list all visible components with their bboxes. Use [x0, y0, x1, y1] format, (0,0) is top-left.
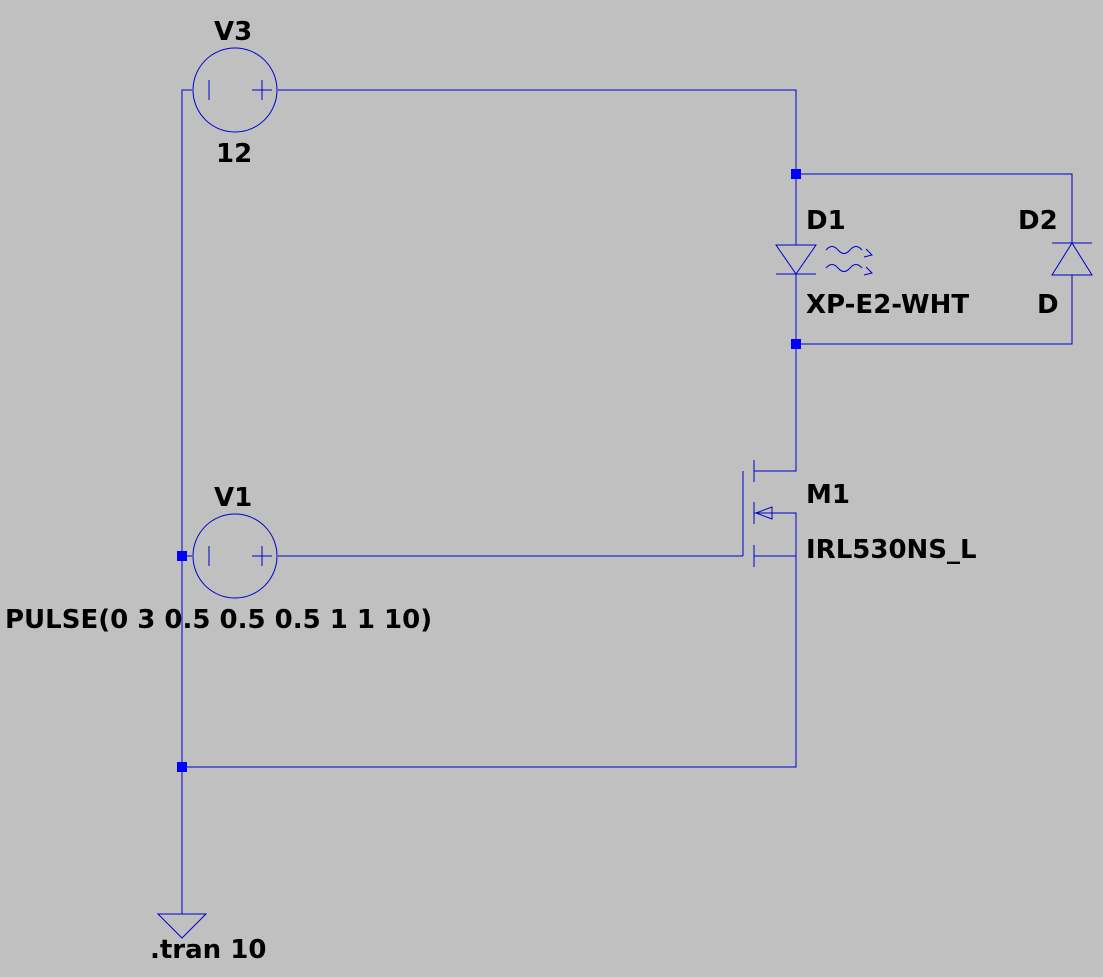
diode-triangle-icon — [775, 244, 817, 275]
d1-name-label: D1 — [806, 206, 846, 236]
light-emission-icon — [825, 246, 873, 276]
ground-icon[interactable] — [156, 913, 208, 939]
v1-name-label: V1 — [214, 483, 252, 513]
nmos-m1[interactable] — [742, 460, 797, 567]
diode-d2[interactable] — [1051, 242, 1093, 276]
v3-name-label: V3 — [214, 17, 252, 47]
wire-d2-top[interactable] — [796, 173, 1073, 243]
body-connection — [754, 512, 797, 556]
wires — [181, 89, 1073, 914]
v3-value-label: 12 — [216, 139, 252, 169]
body-arrow-icon — [754, 506, 773, 520]
junction-v1-minus — [177, 551, 187, 561]
voltage-source-icon — [192, 513, 278, 599]
wire-d2-bottom[interactable] — [796, 275, 1073, 345]
led-d1[interactable] — [775, 244, 873, 276]
d1-value-label: XP-E2-WHT — [806, 290, 969, 320]
v1-value-label: PULSE(0 3 0.5 0.5 0.5 1 1 10) — [5, 605, 432, 635]
diode-triangle-icon — [1051, 242, 1093, 276]
junction-d1-cathode — [791, 339, 801, 349]
junction-d1-anode — [791, 169, 801, 179]
tran-directive[interactable]: .tran 10 — [150, 935, 266, 965]
voltage-source-icon — [192, 47, 278, 133]
m1-value-label: IRL530NS_L — [806, 535, 977, 565]
wire-source-to-ground[interactable] — [182, 555, 797, 768]
voltage-source-v3[interactable] — [192, 47, 278, 133]
wire-v3-plus-to-d1[interactable] — [278, 89, 797, 174]
wire-drain[interactable] — [754, 344, 797, 472]
d2-value-label: D — [1037, 290, 1059, 320]
junctions — [177, 169, 801, 772]
wire-left-rail[interactable] — [181, 89, 192, 914]
d2-name-label: D2 — [1018, 206, 1058, 236]
m1-name-label: M1 — [806, 480, 850, 510]
junction-ground-rail — [177, 762, 187, 772]
voltage-source-v1[interactable] — [192, 513, 278, 599]
